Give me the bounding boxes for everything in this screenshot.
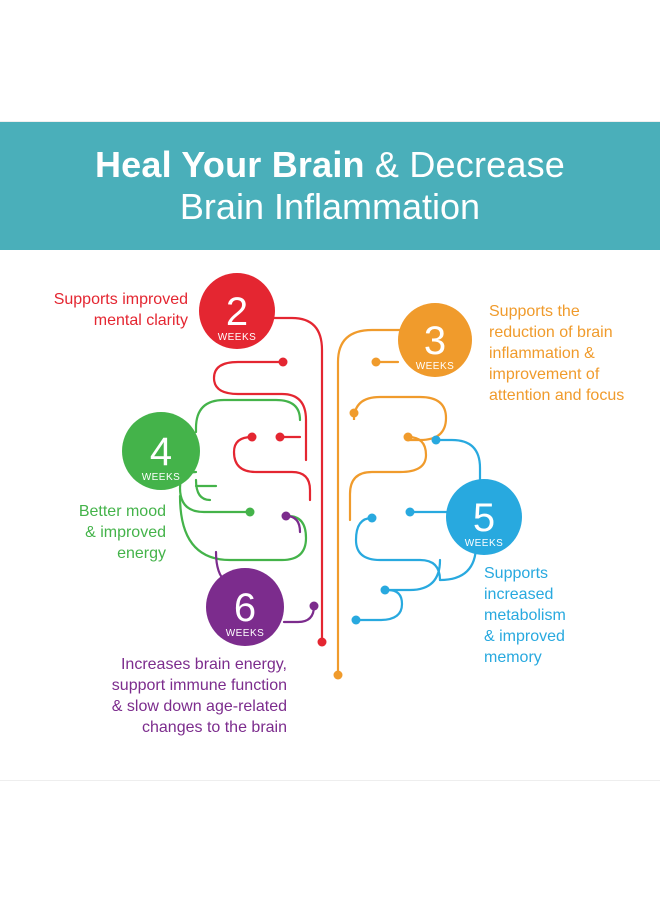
caption-line: mental clarity <box>93 312 188 329</box>
caption-line: Increases brain energy, <box>120 656 287 673</box>
orange-circuit <box>336 328 448 677</box>
caption-4-weeks: Better mood & improved energy <box>20 501 166 564</box>
caption-line: energy <box>117 545 166 562</box>
endpoint-dot <box>405 507 415 517</box>
badge-number: 2 <box>226 290 248 334</box>
caption-line: support immune function <box>111 677 287 694</box>
caption-line: metabolism <box>484 607 566 624</box>
caption-line: improvement of <box>489 366 600 383</box>
caption-line: & slow down age-related <box>111 698 287 715</box>
badge-number: 4 <box>150 430 172 474</box>
caption-line: attention and focus <box>489 387 625 404</box>
title-bold: Heal Your Brain <box>94 144 365 185</box>
endpoint-dot <box>351 615 361 625</box>
endpoint-dot <box>380 585 390 595</box>
endpoint-dot <box>431 435 441 445</box>
endpoint-dot <box>278 357 288 367</box>
header-banner: Heal Your Brain & Decrease Brain Inflamm… <box>0 122 660 250</box>
caption-line: memory <box>484 649 542 666</box>
brain-circuit-diagram: 2 WEEKS 3 WEEKS 4 WEEKS 5 WEEKS 6 WEEKS <box>122 273 522 680</box>
caption-6-weeks: Increases brain energy, support immune f… <box>60 654 287 738</box>
endpoint-dot <box>247 432 257 442</box>
badge-number: 3 <box>424 319 446 363</box>
endpoint-dot <box>281 511 291 521</box>
endpoint-dot <box>349 408 359 418</box>
endpoint-dot <box>371 357 381 367</box>
title-rest: & Decrease <box>364 144 566 185</box>
caption-2-weeks: Supports improved mental clarity <box>20 289 188 331</box>
endpoint-dot <box>309 601 319 611</box>
circuit-endpoints <box>245 357 441 680</box>
caption-line: Supports improved <box>53 291 188 308</box>
endpoint-dot <box>367 513 377 523</box>
page-title-line1: Heal Your Brain & Decrease <box>0 144 660 186</box>
badge-unit: WEEKS <box>465 538 504 549</box>
endpoint-dot <box>245 507 255 517</box>
green-circuit <box>178 398 308 562</box>
caption-line: Better mood <box>78 503 166 520</box>
caption-line: inflammation & <box>489 345 595 362</box>
badge-number: 5 <box>473 496 495 540</box>
badge-5-weeks: 5 WEEKS <box>446 479 522 555</box>
caption-line: changes to the brain <box>142 719 287 736</box>
badge-6-weeks: 6 WEEKS <box>206 568 284 646</box>
endpoint-dot <box>333 670 343 680</box>
caption-line: & improved <box>85 524 166 541</box>
badge-3-weeks: 3 WEEKS <box>398 303 472 377</box>
caption-line: increased <box>484 586 554 603</box>
caption-5-weeks: Supports increased metabolism & improved… <box>484 563 604 668</box>
page-title-line2: Brain Inflammation <box>179 186 481 227</box>
endpoint-dot <box>317 637 327 647</box>
badge-4-weeks: 4 WEEKS <box>122 412 200 490</box>
badge-unit: WEEKS <box>416 361 455 372</box>
red-circuit <box>212 316 324 644</box>
caption-3-weeks: Supports the reduction of brain inflamma… <box>489 301 649 406</box>
badge-unit: WEEKS <box>218 332 257 343</box>
badge-number: 6 <box>234 586 256 630</box>
caption-line: Supports <box>484 565 549 582</box>
badge-unit: WEEKS <box>226 628 265 639</box>
endpoint-dot <box>275 432 285 442</box>
badge-unit: WEEKS <box>142 472 181 483</box>
caption-line: & improved <box>484 628 565 645</box>
badge-2-weeks: 2 WEEKS <box>199 273 275 349</box>
caption-line: Supports the <box>489 303 580 320</box>
caption-line: reduction of brain <box>489 324 613 341</box>
endpoint-dot <box>403 432 413 442</box>
